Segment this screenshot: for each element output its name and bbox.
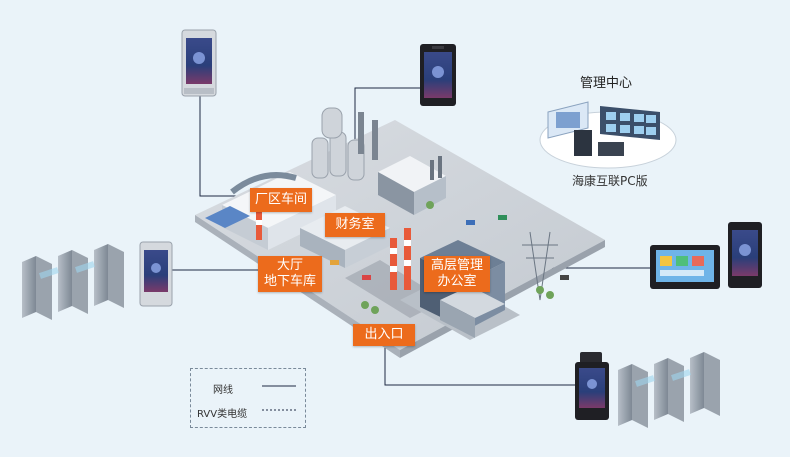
label-senior-office: 高层管理 办公室: [424, 256, 490, 292]
line-entrance-gates: [384, 343, 575, 386]
label-entrance-exit: 出入口: [353, 324, 415, 346]
management-center-graphic: [539, 101, 677, 169]
face-terminal-workshop: [181, 29, 217, 97]
legend-network-label: 网线: [213, 385, 233, 396]
legend-box: 网线 RVV类电缆: [190, 368, 306, 428]
legend-rvv-label: RVV类电缆: [197, 409, 248, 420]
face-terminal-office: [728, 222, 762, 288]
turnstile-gates-right: [618, 352, 720, 428]
legend-row-network: 网线: [191, 379, 305, 397]
face-terminal-entrance: [575, 352, 609, 420]
management-center-software: 海康互联PC版: [572, 174, 648, 188]
label-factory-workshop: 厂区车间: [250, 188, 312, 212]
line-workshop-terminal: [199, 96, 250, 197]
indoor-control-panel: [650, 245, 720, 289]
label-finance-room: 财务室: [325, 213, 385, 237]
legend-row-rvv: RVV类电缆: [191, 403, 305, 421]
label-hall-garage: 大厅 地下车库: [258, 256, 322, 292]
face-terminal-hall: [139, 241, 173, 307]
face-terminal-finance: [420, 44, 456, 106]
turnstile-gates-left: [22, 244, 124, 320]
management-center-title: 管理中心: [580, 76, 633, 91]
